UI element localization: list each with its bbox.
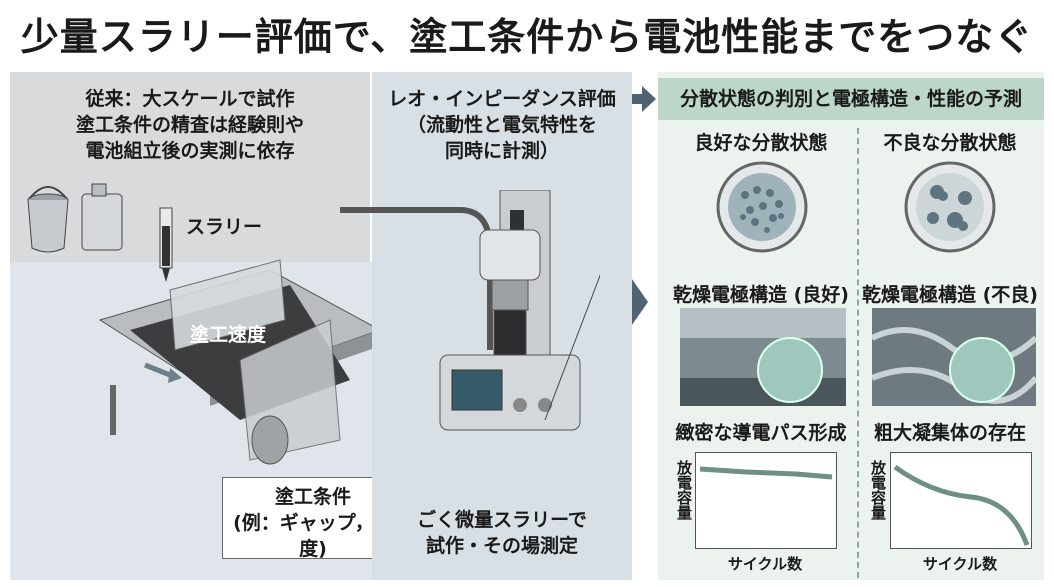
rheo-line-1: レオ・インピーダンス評価 xyxy=(388,88,616,110)
conventional-panel xyxy=(10,72,370,262)
coater-machine xyxy=(98,259,382,465)
condition-line-1: 塗工条件 xyxy=(274,486,351,508)
good-capacity-curve xyxy=(699,466,833,480)
bad-structure-label: 乾燥電極構造 (不良) xyxy=(862,284,1038,306)
condition-line-2: (例：ギャップ，速度) xyxy=(233,512,393,560)
good-state-label: 良好な分散状態 xyxy=(694,132,828,154)
slurry-label: スラリー xyxy=(186,216,263,238)
conventional-line-1: 従来：大スケールで試作 xyxy=(85,88,295,110)
rheo-line-2: （流動性と電気特性を xyxy=(406,114,597,136)
good-sem-image xyxy=(680,308,846,406)
good-path-label: 緻密な導電パス形成 xyxy=(675,422,847,444)
rheo-line-3: 同時に計測） xyxy=(444,140,559,162)
good-dispersion-dish xyxy=(716,161,808,253)
bad-path-label: 粗大凝集体の存在 xyxy=(873,422,1026,444)
arrow-3-icon xyxy=(630,86,656,112)
good-structure-label: 乾燥電極構造 (良好) xyxy=(673,284,849,306)
good-x-label: サイクル数 xyxy=(727,555,803,573)
rheometer-device xyxy=(340,190,600,431)
bad-sem-image xyxy=(872,308,1036,406)
column-divider xyxy=(857,128,859,578)
conventional-line-2: 塗工条件の精査は経験則や xyxy=(75,114,304,136)
rheo-footer-line-1: ごく微量スラリーで xyxy=(417,509,587,531)
conventional-heading: 従来：大スケールで試作 塗工条件の精査は経験則や 電池組立後の実測に依存 xyxy=(40,86,340,164)
bucket-icons xyxy=(27,183,123,253)
prediction-header: 分散状態の判別と電極構造・性能の予測 xyxy=(658,78,1044,120)
bad-y-label: 放電容量 xyxy=(869,460,887,520)
page-title: 少量スラリー評価で、塗工条件から電池性能までをつなぐ xyxy=(20,15,1034,59)
prediction-heading: 分散状態の判別と電極構造・性能の予測 xyxy=(679,88,1022,110)
conventional-line-3: 電池組立後の実測に依存 xyxy=(85,140,295,162)
rheo-heading: レオ・インピーダンス評価 （流動性と電気特性を 同時に計測） xyxy=(372,86,632,164)
syringe-icon xyxy=(159,207,173,282)
good-y-label: 放電容量 xyxy=(675,460,693,520)
good-capacity-graph xyxy=(695,452,837,549)
bad-x-label: サイクル数 xyxy=(922,555,998,573)
rheo-footer-line-2: 試作・その場測定 xyxy=(425,535,578,557)
bad-dispersion-dish xyxy=(904,161,996,253)
bad-state-label: 不良な分散状態 xyxy=(883,132,1017,154)
rheo-footer: ごく微量スラリーで 試作・その場測定 xyxy=(372,507,632,559)
bad-capacity-curve xyxy=(893,464,1030,546)
bad-capacity-graph xyxy=(890,452,1032,549)
speed-label: 塗工速度 xyxy=(190,324,267,346)
